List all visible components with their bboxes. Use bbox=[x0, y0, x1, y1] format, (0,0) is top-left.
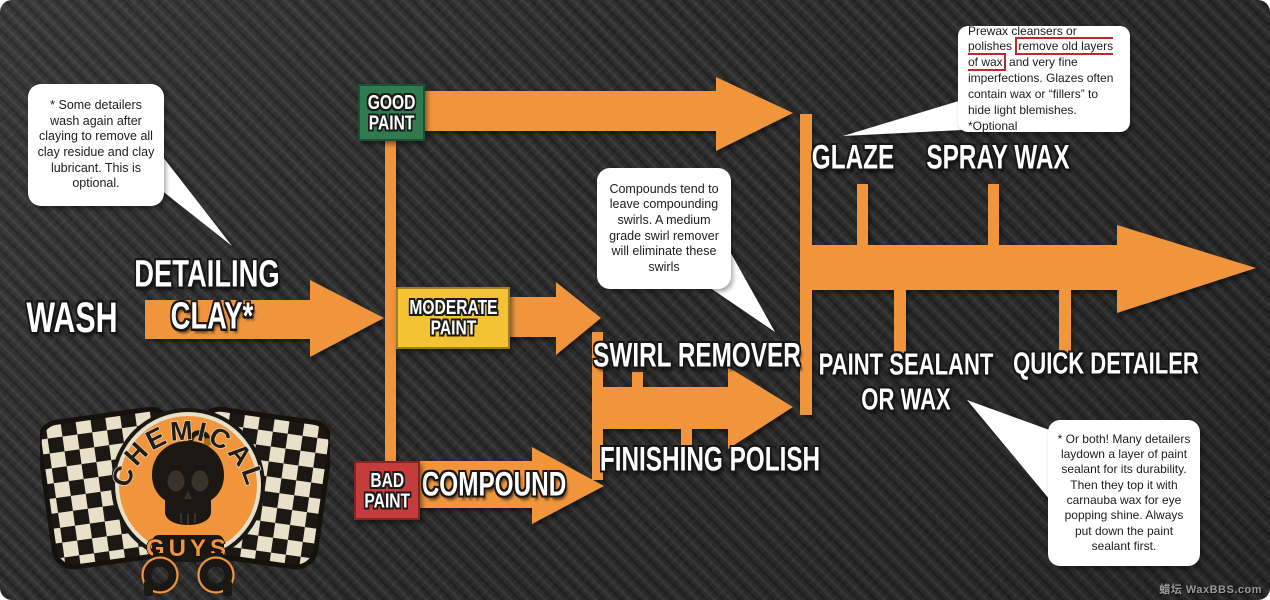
callout-compound-note-text: Compounds tend to leave compounding swir… bbox=[609, 181, 719, 274]
prewax-note-tail bbox=[843, 100, 982, 136]
good-paint-box: GOOD PAINT bbox=[358, 84, 425, 141]
chemical-guys-logo: CHEMICAL GUYS bbox=[40, 406, 330, 596]
step-spray-wax: SPRAY WAX bbox=[926, 137, 1070, 177]
clay-to-paint-arrow bbox=[145, 280, 384, 357]
compound-arrow bbox=[405, 447, 604, 524]
prewax-text-after: and very fine imperfections. Glazes ofte… bbox=[968, 55, 1114, 133]
prewax-text-before: Prewax cleansers or polishes bbox=[968, 23, 1077, 54]
spray-wax-tick bbox=[988, 184, 999, 246]
polish-branch-line bbox=[592, 332, 603, 480]
step-detailing-clay-line1: DETAILING bbox=[134, 251, 280, 296]
piston-shackles-icon bbox=[141, 553, 235, 596]
swirl-polish-arrow bbox=[600, 367, 793, 449]
moderate-paint-arrow bbox=[508, 282, 601, 355]
logo-guys-band bbox=[152, 535, 224, 562]
step-swirl-remover: SWIRL REMOVER bbox=[593, 335, 801, 375]
step-paint-sealant: PAINT SEALANT OR WAX bbox=[818, 347, 994, 418]
swirl-remover-tick bbox=[632, 372, 643, 389]
good-paint-arrow bbox=[425, 77, 793, 151]
bad-paint-box: BAD PAINT bbox=[354, 461, 420, 520]
callout-prewax-note: Prewax cleansers or polishes remove old … bbox=[958, 24, 1130, 135]
paint-branch-line bbox=[385, 140, 396, 466]
step-compound: COMPOUND bbox=[421, 464, 567, 504]
moderate-paint-label: MODERATE PAINT bbox=[408, 296, 498, 340]
step-finishing-polish: FINISHING POLISH bbox=[599, 439, 821, 479]
moderate-paint-box: MODERATE PAINT bbox=[396, 287, 510, 349]
callout-sealant-note: * Or both! Many detailers laydown a laye… bbox=[1048, 420, 1200, 566]
bad-paint-label: BAD PAINT bbox=[364, 469, 410, 512]
step-detailing-clay-line2: CLAY* bbox=[170, 293, 254, 338]
watermark: 蜡坛 WaxBBS.com bbox=[1159, 584, 1262, 596]
step-wash: WASH bbox=[26, 294, 118, 342]
good-paint-label: GOOD PAINT bbox=[367, 91, 416, 134]
callout-clay-note-text: * Some detailers wash again after clayin… bbox=[37, 98, 155, 191]
clay-note-tail bbox=[156, 148, 232, 246]
main-timeline-arrow bbox=[806, 225, 1256, 313]
step-glaze: GLAZE bbox=[811, 137, 895, 177]
finishing-polish-tick bbox=[681, 428, 692, 445]
callout-sealant-note-text: * Or both! Many detailers laydown a laye… bbox=[1057, 431, 1191, 554]
paint-sealant-tick bbox=[894, 290, 906, 353]
callout-prewax-note-text: Prewax cleansers or polishes remove old … bbox=[968, 24, 1120, 135]
skull-bomb-icon bbox=[152, 430, 224, 525]
sealant-note-tail bbox=[967, 400, 1055, 506]
prewax-text-highlighted: remove old layers of wax bbox=[968, 37, 1114, 72]
callout-compound-note: Compounds tend to leave compounding swir… bbox=[597, 168, 731, 289]
glaze-tick bbox=[857, 184, 868, 246]
quick-detailer-tick bbox=[1059, 290, 1071, 353]
step-quick-detailer: QUICK DETAILER bbox=[1013, 347, 1199, 381]
callout-clay-note: * Some detailers wash again after clayin… bbox=[28, 84, 164, 206]
